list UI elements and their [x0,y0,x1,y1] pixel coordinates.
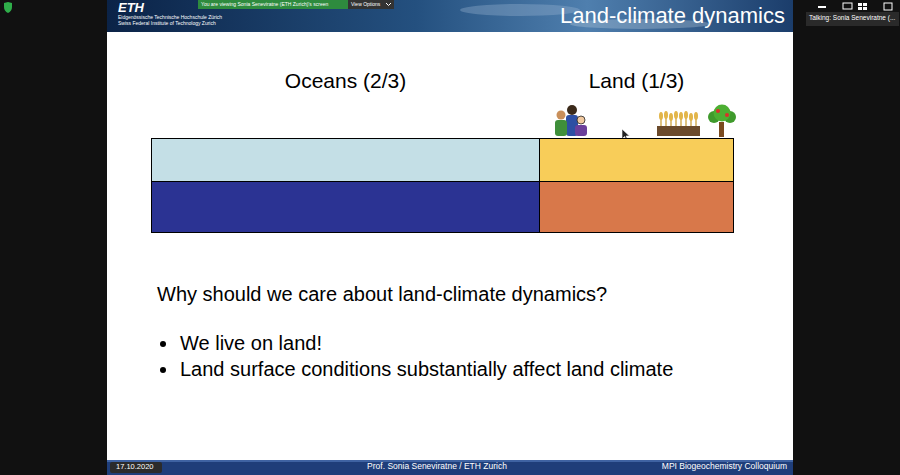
logo-subtitle: Eidgenössische Technische Hochschule Zür… [118,14,222,20]
bullet [160,367,166,373]
upper-layer [540,139,733,182]
upper-layer [152,139,539,182]
window-icon [884,3,892,10]
window-icon [818,6,826,8]
slide-title: Land-climate dynamics [480,3,785,29]
people-icon [555,105,587,136]
nav-box [110,462,162,473]
window-icon [858,3,862,6]
bullet-text: We live on land! [180,331,322,355]
button-text: View Options [351,1,380,7]
bullet [160,341,166,347]
speaker-status: Talking: Sonia Seneviratne (... [809,14,895,22]
ocean-block: Oceans (2/3) [151,138,540,233]
shield-icon [4,2,12,13]
region-heading: Land (1/3) [540,68,733,93]
window-icon [863,7,867,10]
header-band [107,0,793,32]
region-heading: Oceans (2/3) [152,68,539,93]
window-icon [863,3,867,6]
zoom-banner [198,0,348,9]
zoom-banner-text: You are viewing Sonia Seneviratne (ETH Z… [201,1,328,7]
tree-icon [708,105,736,138]
window-icon [843,3,852,9]
talking-panel [806,12,899,26]
chevron [386,3,391,6]
land-block: Land (1/3) [539,138,734,233]
slide-background [107,0,793,475]
question-text: Why should we care about land-climate dy… [157,282,607,306]
date-text: 17.10.2020 [116,462,154,471]
footer-band [107,460,793,475]
view-options-button [348,0,394,9]
logo-text: ETH [118,0,144,16]
window-icon [858,7,862,10]
bullet-text: Land surface conditions substantially af… [180,357,673,381]
logo-subtitle: Swiss Federal Institute of Technology Zu… [118,20,216,26]
footer-author: Prof. Sonia Seneviratne / ETH Zurich [300,461,574,471]
wheat-field-icon [657,111,700,136]
footer-event: MPI Biogeochemistry Colloquium [600,461,787,471]
